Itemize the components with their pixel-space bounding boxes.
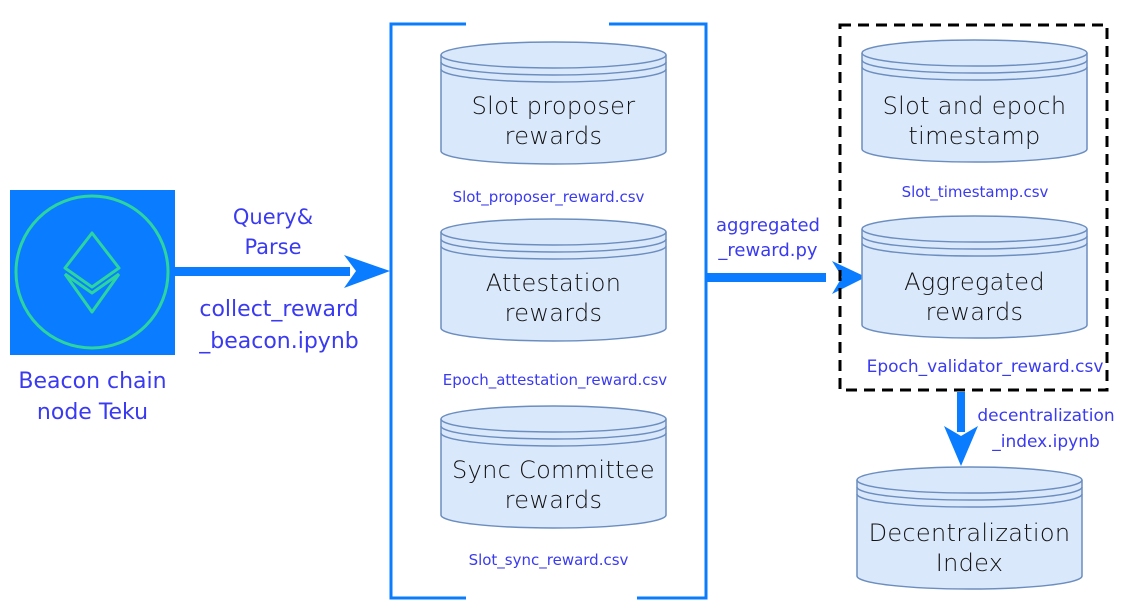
db-attestation-label: Attestation rewards	[441, 268, 666, 328]
db-aggregated-line2: rewards	[925, 298, 1024, 326]
db-aggregated-label: Aggregated rewards	[862, 267, 1087, 327]
db-sync-committee-cylinder	[440, 405, 667, 529]
collect-script-label: collect_reward _beacon.ipynb	[170, 294, 388, 358]
aggregate-script-label: aggregated _reward.py	[706, 213, 830, 263]
db-sync-committee-line2: rewards	[504, 486, 603, 514]
file-sync-committee: Slot_sync_reward.csv	[468, 551, 629, 569]
db-slot-proposer-label: Slot proposer rewards	[441, 91, 666, 151]
db-timestamp-cylinder	[861, 39, 1088, 163]
query-parse-label: Query& Parse	[213, 202, 333, 262]
db-slot-proposer-cylinder	[440, 41, 667, 165]
collect-script-line1: collect_reward	[199, 297, 359, 322]
aggregated-group-border	[838, 23, 1109, 392]
collect-script-line2: _beacon.ipynb	[199, 329, 359, 354]
db-slot-proposer-line2: rewards	[504, 122, 603, 150]
decentralization-arrow	[944, 392, 978, 466]
decentralization-script-line2: _index.ipynb	[992, 432, 1100, 452]
ethereum-icon	[14, 194, 170, 350]
beacon-node-label: Beacon chain node Teku	[0, 366, 185, 428]
db-decentralization-line2: Index	[935, 549, 1004, 577]
file-timestamp: Slot_timestamp.csv	[901, 183, 1049, 201]
db-decentralization-label: Decentralization Index	[857, 518, 1082, 578]
db-timestamp-label: Slot and epoch timestamp	[862, 91, 1087, 151]
db-decentralization-line1: Decentralization	[868, 519, 1071, 547]
beacon-node-box	[10, 190, 175, 355]
db-timestamp-line1: Slot and epoch	[882, 92, 1067, 120]
raw-rewards-bracket	[389, 22, 708, 600]
aggregate-script-line2: _reward.py	[718, 240, 818, 261]
db-slot-proposer-line1: Slot proposer	[471, 92, 636, 120]
decentralization-script-label: decentralization _index.ipynb	[962, 403, 1130, 455]
db-aggregated-cylinder	[861, 215, 1088, 339]
db-decentralization-cylinder	[856, 466, 1083, 590]
collect-arrow	[175, 255, 390, 288]
db-attestation-line1: Attestation	[485, 269, 622, 297]
db-timestamp-line2: timestamp	[908, 122, 1041, 150]
aggregate-arrow	[706, 261, 866, 294]
query-label: Query&	[232, 205, 314, 229]
file-aggregated: Epoch_validator_reward.csv	[866, 357, 1104, 377]
aggregate-script-line1: aggregated	[716, 215, 820, 236]
parse-label: Parse	[244, 235, 302, 259]
db-aggregated-line1: Aggregated	[904, 268, 1045, 296]
database-cylinders	[440, 39, 1088, 590]
db-attestation-cylinder	[440, 218, 667, 342]
file-slot-proposer: Slot_proposer_reward.csv	[452, 188, 645, 206]
beacon-node-label-line2: node Teku	[36, 400, 149, 425]
file-attestation: Epoch_attestation_reward.csv	[442, 371, 668, 389]
beacon-node-label-line1: Beacon chain	[18, 369, 167, 394]
db-sync-committee-label: Sync Committee rewards	[441, 455, 666, 515]
decentralization-script-line1: decentralization	[977, 406, 1115, 426]
db-attestation-line2: rewards	[504, 299, 603, 327]
db-sync-committee-line1: Sync Committee	[452, 456, 655, 484]
